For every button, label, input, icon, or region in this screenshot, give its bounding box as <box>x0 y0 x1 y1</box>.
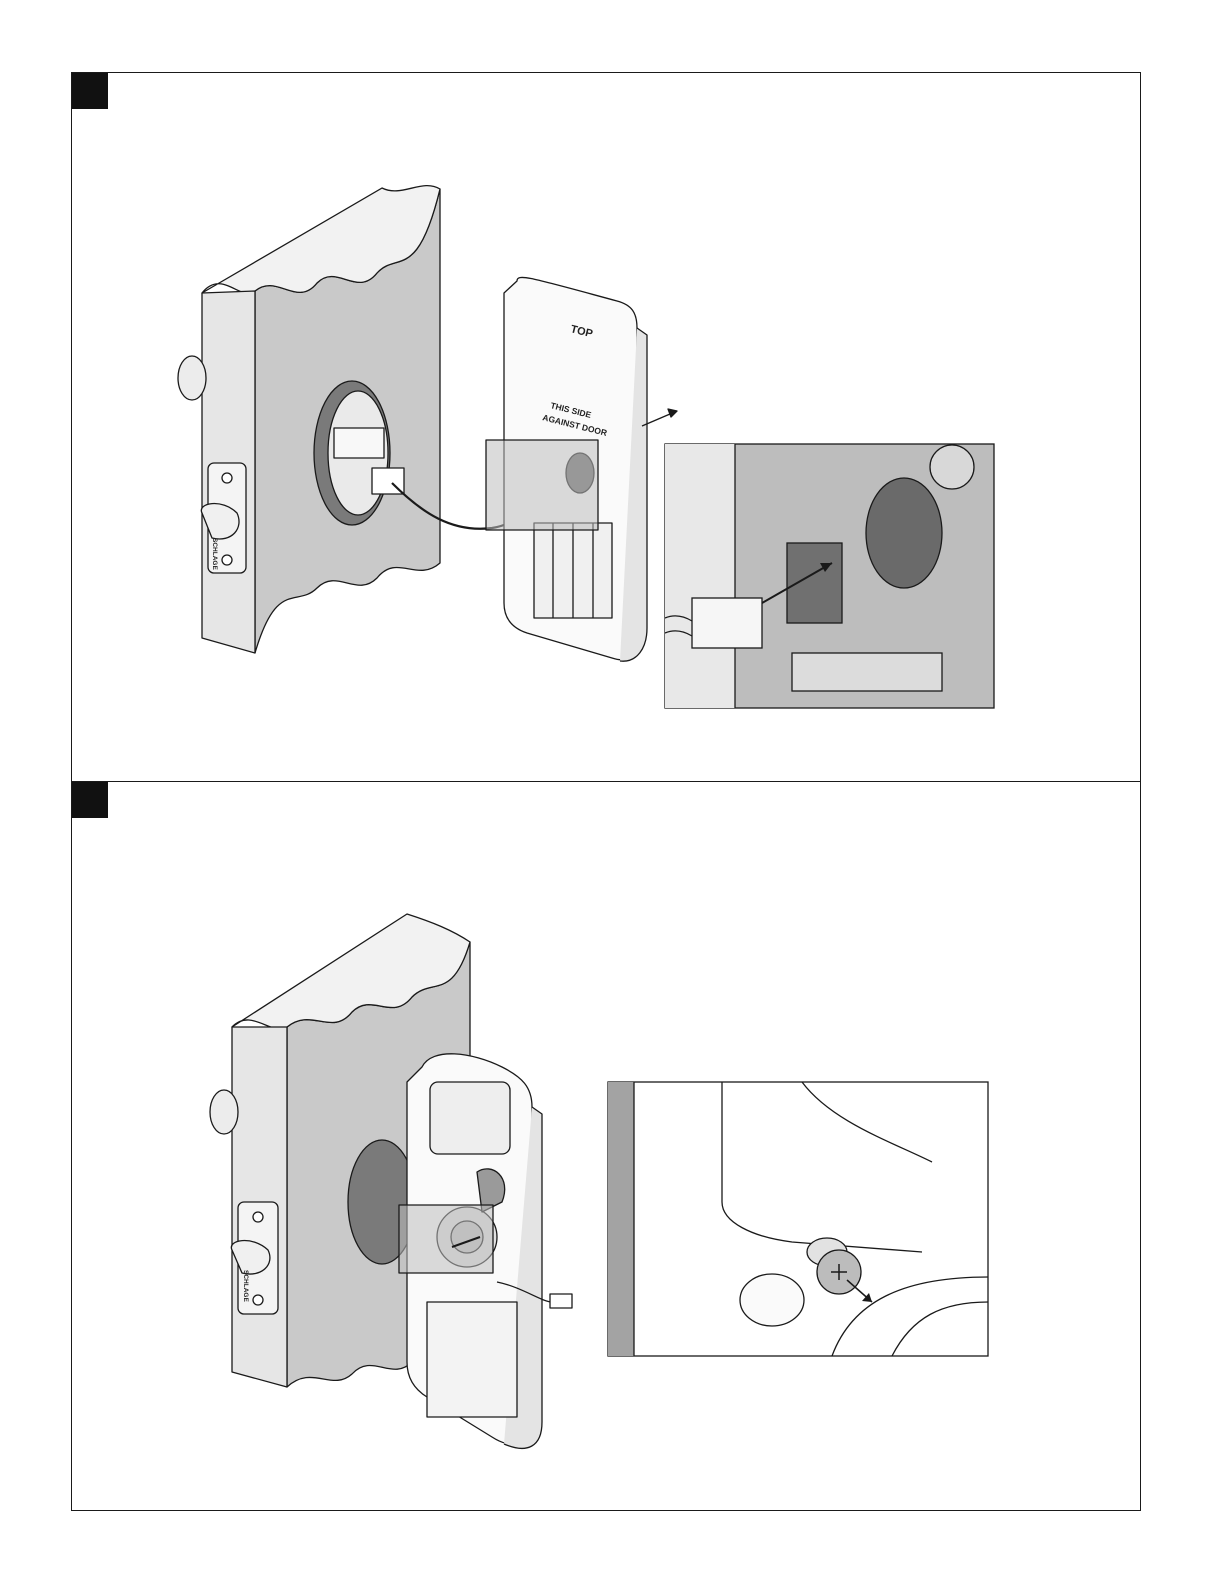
step-2-detail-marker <box>399 1205 493 1273</box>
step-1-panel: TOP THIS SIDE AGAINST DOOR SCHLAGE <box>71 72 1141 782</box>
step-1-illustration: TOP THIS SIDE AGAINST DOOR SCHLAGE <box>72 73 1140 781</box>
step-2-detail-callout <box>608 1082 988 1356</box>
step-2-illustration: SCHLAGE <box>72 782 1140 1510</box>
faceplate-brand-2: SCHLAGE <box>242 1270 249 1302</box>
step-1-detail-marker <box>486 440 598 530</box>
step-1-detail-callout <box>665 444 994 708</box>
faceplate-brand-1: SCHLAGE <box>211 538 218 570</box>
step-2-panel: SCHLAGE <box>71 782 1141 1511</box>
